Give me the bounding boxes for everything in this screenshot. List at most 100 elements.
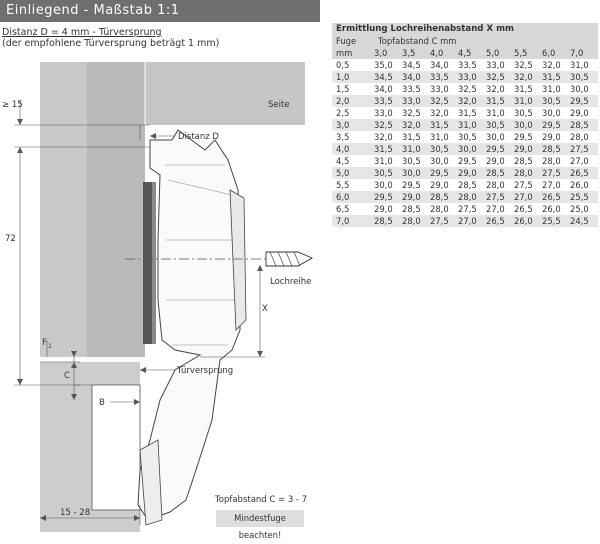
value-cell: 29,5 [402, 180, 421, 190]
value-cell: 28,5 [570, 120, 589, 130]
label-b: B [99, 398, 105, 408]
label-min-15: ≥ 15 [2, 100, 23, 110]
value-cell: 26,5 [486, 216, 505, 226]
value-cell: 32,5 [486, 72, 505, 82]
value-cell: 31,0 [402, 144, 421, 154]
value-cell: 26,0 [542, 204, 561, 214]
value-cell: 29,0 [430, 180, 449, 190]
fuge-cell: 7,0 [336, 216, 350, 226]
door-panel-front [40, 62, 87, 357]
dimension-lines [14, 100, 265, 525]
value-cell: 30,5 [486, 120, 505, 130]
dimension-arrows [17, 119, 263, 521]
page-title: Einliegend - Maßstab 1:1 [6, 3, 180, 18]
value-cell: 34,0 [402, 72, 421, 82]
value-cell: 31,5 [486, 96, 505, 106]
value-cell: 24,5 [570, 216, 589, 226]
value-cell: 33,0 [486, 60, 505, 70]
value-cell: 31,0 [514, 96, 533, 106]
label-f: F [42, 338, 47, 348]
value-cell: 27,5 [570, 144, 589, 154]
value-cell: 28,5 [514, 156, 533, 166]
value-cell: 29,5 [542, 120, 561, 130]
fuge-cell: 6,0 [336, 192, 350, 202]
value-cell: 27,0 [486, 204, 505, 214]
value-cell: 26,0 [514, 216, 533, 226]
column-header: 4,5 [458, 48, 472, 58]
fuge-cell: 3,5 [336, 132, 350, 142]
value-cell: 27,0 [514, 192, 533, 202]
value-cell: 28,0 [430, 204, 449, 214]
fuge-cell: 2,5 [336, 108, 350, 118]
column-header: 3,0 [374, 48, 388, 58]
value-cell: 29,5 [430, 168, 449, 178]
value-cell: 34,0 [430, 60, 449, 70]
value-cell: 28,5 [542, 144, 561, 154]
value-cell: 27,5 [458, 204, 477, 214]
value-cell: 32,0 [486, 84, 505, 94]
value-cell: 31,0 [542, 84, 561, 94]
value-cell: 26,5 [570, 168, 589, 178]
value-cell: 32,0 [374, 132, 393, 142]
label-tuerversprung: Türversprung [176, 366, 233, 376]
label-f-sub: 1 [48, 343, 52, 350]
value-cell: 29,0 [458, 168, 477, 178]
label-15-28: 15 - 28 [60, 508, 90, 518]
value-cell: 30,5 [570, 72, 589, 82]
label-x: X [262, 304, 268, 314]
value-cell: 32,5 [374, 120, 393, 130]
lochreihe-table: Ermittlung Lochreihenabstand X mm Fuge T… [332, 23, 598, 227]
value-cell: 33,0 [402, 96, 421, 106]
value-cell: 29,5 [458, 156, 477, 166]
value-cell: 33,5 [430, 72, 449, 82]
door-panel [87, 125, 145, 357]
value-cell: 26,5 [514, 204, 533, 214]
fuge-cell: 6,5 [336, 204, 350, 214]
value-cell: 28,0 [570, 132, 589, 142]
column-header: 4,0 [430, 48, 444, 58]
cabinet-side-edge [87, 62, 145, 125]
fuge-cell: 3,0 [336, 120, 350, 130]
fuge-cell: 1,5 [336, 84, 350, 94]
fuge-cell: 4,0 [336, 144, 350, 154]
value-cell: 28,5 [430, 192, 449, 202]
value-cell: 29,0 [542, 132, 561, 142]
value-cell: 28,0 [458, 192, 477, 202]
label-72: 72 [5, 234, 16, 244]
value-cell: 26,5 [542, 192, 561, 202]
value-cell: 29,5 [374, 192, 393, 202]
fuge-cell: 2,0 [336, 96, 350, 106]
value-cell: 30,0 [430, 156, 449, 166]
value-cell: 30,0 [374, 180, 393, 190]
value-cell: 31,0 [374, 156, 393, 166]
intro-distance-text: Distanz D = 4 mm - Türversprung [2, 27, 162, 38]
column-header: 7,0 [570, 48, 584, 58]
label-lochreihe: Lochreihe [270, 277, 311, 287]
intro-recommendation-text: (der empfohlene Türversprung beträgt 1 m… [2, 38, 220, 49]
table-title: Ermittlung Lochreihenabstand X mm [332, 23, 598, 35]
mindestfuge-note: Mindestfuge beachten! [216, 510, 304, 540]
value-cell: 33,5 [374, 96, 393, 106]
drill-icon [265, 251, 314, 267]
value-cell: 29,0 [486, 156, 505, 166]
value-cell: 25,5 [570, 192, 589, 202]
value-cell: 33,0 [374, 108, 393, 118]
value-cell: 28,0 [486, 180, 505, 190]
value-cell: 32,5 [458, 84, 477, 94]
label-topfabstand: Topfabstand C = 3 - 7 [214, 495, 307, 505]
value-cell: 30,5 [542, 96, 561, 106]
value-cell: 33,0 [430, 84, 449, 94]
value-cell: 31,5 [514, 84, 533, 94]
value-cell: 28,5 [458, 180, 477, 190]
value-cell: 30,5 [430, 144, 449, 154]
value-cell: 29,5 [514, 132, 533, 142]
value-cell: 34,5 [402, 60, 421, 70]
value-cell: 28,5 [402, 204, 421, 214]
